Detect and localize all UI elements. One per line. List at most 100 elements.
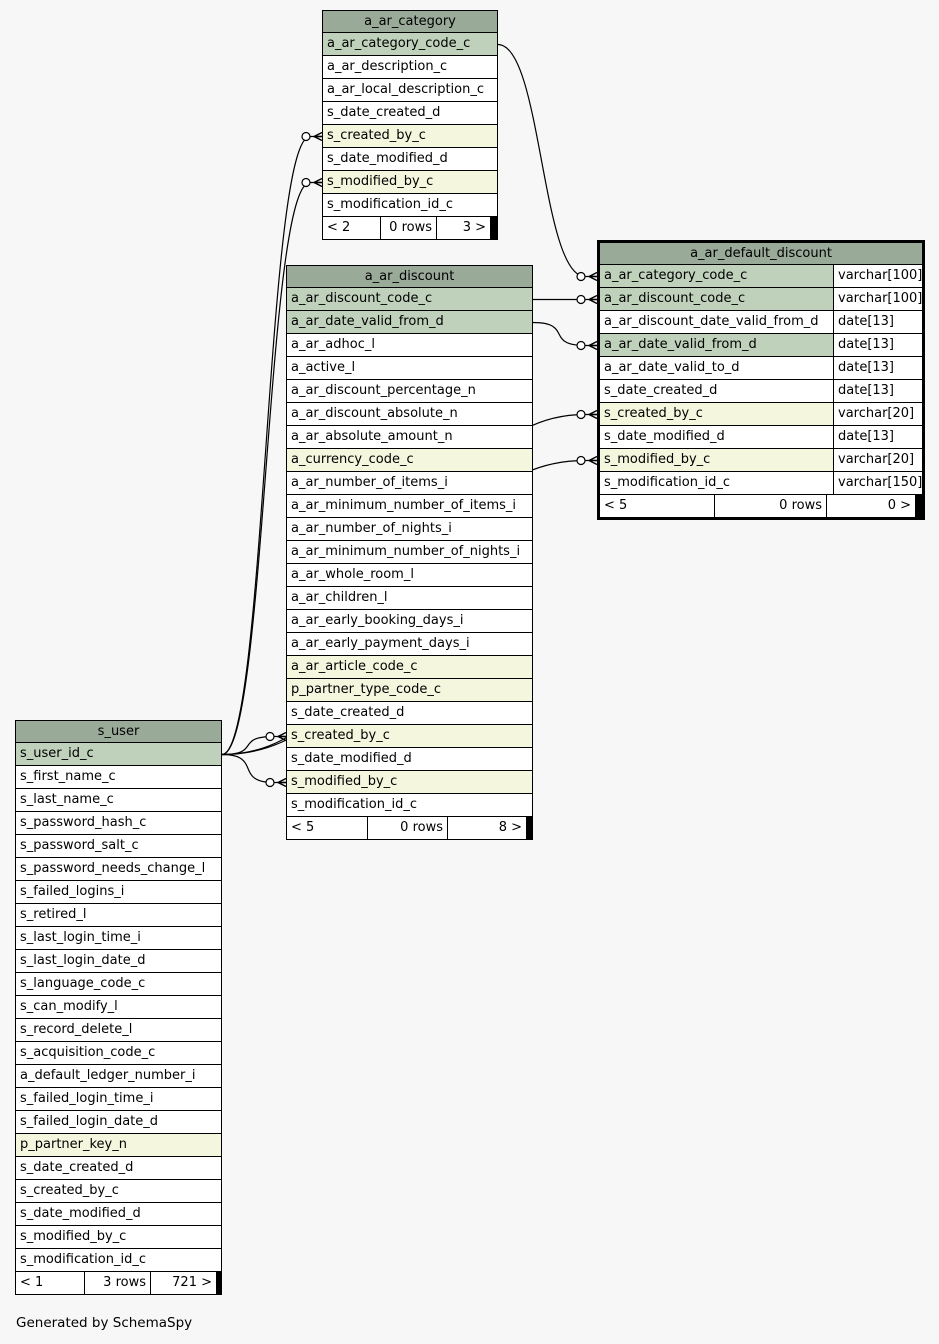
table-row[interactable]: s_modified_by_c (16, 1226, 221, 1249)
table-row[interactable]: s_password_needs_change_l (16, 858, 221, 881)
table-row[interactable]: s_modification_id_c (16, 1249, 221, 1272)
child-count[interactable]: 721 > (150, 1272, 216, 1294)
table-row[interactable]: a_ar_adhoc_l (287, 334, 532, 357)
table-row[interactable]: a_ar_description_c (323, 56, 497, 79)
row-count[interactable]: 0 rows (714, 495, 826, 517)
table-row[interactable]: a_ar_local_description_c (323, 79, 497, 102)
table-row[interactable]: a_ar_children_l (287, 587, 532, 610)
table-row[interactable]: a_active_l (287, 357, 532, 380)
table-title[interactable]: a_ar_discount (287, 266, 532, 288)
table-row[interactable]: s_modification_id_c (287, 794, 532, 817)
table-row[interactable]: s_failed_login_date_d (16, 1111, 221, 1134)
parent-count[interactable]: < 1 (16, 1272, 84, 1294)
row-count[interactable]: 3 rows (84, 1272, 150, 1294)
table-row[interactable]: s_created_by_c (287, 725, 532, 748)
parent-count[interactable]: < 5 (600, 495, 714, 517)
table-row[interactable]: s_date_modified_d (323, 148, 497, 171)
table-row[interactable]: a_ar_number_of_items_i (287, 472, 532, 495)
optional-circle-icon (265, 777, 275, 788)
table-row[interactable]: a_ar_discount_code_c (287, 288, 532, 311)
row-count[interactable]: 0 rows (367, 817, 447, 839)
table-row[interactable]: p_partner_key_n (16, 1134, 221, 1157)
table-row[interactable]: s_first_name_c (16, 766, 221, 789)
table-row[interactable]: a_ar_whole_room_l (287, 564, 532, 587)
table-row[interactable]: s_failed_logins_i (16, 881, 221, 904)
table-row[interactable]: s_modified_by_c (323, 171, 497, 194)
table-row[interactable]: s_date_created_d (287, 702, 532, 725)
crows-foot-icon (588, 271, 598, 282)
column-name: a_ar_description_c (323, 56, 497, 78)
table-row[interactable]: s_date_created_d (16, 1157, 221, 1180)
column-name: s_last_login_date_d (16, 950, 221, 972)
table-row[interactable]: s_language_code_c (16, 973, 221, 996)
table-row[interactable]: s_last_login_time_i (16, 927, 221, 950)
table-row[interactable]: a_ar_article_code_c (287, 656, 532, 679)
table-row[interactable]: s_can_modify_l (16, 996, 221, 1019)
column-name: s_language_code_c (16, 973, 221, 995)
table-row[interactable]: s_date_modified_d (287, 748, 532, 771)
crows-foot-icon (277, 777, 287, 788)
table-row[interactable]: a_ar_number_of_nights_i (287, 518, 532, 541)
column-name: a_ar_date_valid_to_d (600, 357, 833, 379)
table-row[interactable]: s_created_by_c (16, 1180, 221, 1203)
column-name: a_ar_article_code_c (287, 656, 532, 678)
table-row[interactable]: a_ar_early_payment_days_i (287, 633, 532, 656)
table-row[interactable]: a_ar_discount_absolute_n (287, 403, 532, 426)
table-row[interactable]: s_date_created_d (323, 102, 497, 125)
table-row[interactable]: s_record_delete_l (16, 1019, 221, 1042)
child-count[interactable]: 3 > (436, 217, 490, 239)
column-name: s_date_created_d (16, 1157, 221, 1179)
table-row[interactable]: s_last_name_c (16, 789, 221, 812)
column-name: a_ar_early_payment_days_i (287, 633, 532, 655)
child-count[interactable]: 8 > (447, 817, 526, 839)
table-row[interactable]: a_ar_minimum_number_of_nights_i (287, 541, 532, 564)
table-title[interactable]: s_user (16, 721, 221, 743)
column-name: a_ar_adhoc_l (287, 334, 532, 356)
column-name: a_ar_discount_date_valid_from_d (600, 311, 833, 333)
table-row[interactable]: a_ar_discount_percentage_n (287, 380, 532, 403)
table-row[interactable]: a_ar_absolute_amount_n (287, 426, 532, 449)
table-row[interactable]: a_ar_category_code_c (323, 33, 497, 56)
table-row[interactable]: s_date_modified_d (16, 1203, 221, 1226)
table-row[interactable]: a_currency_code_c (287, 449, 532, 472)
table-row[interactable]: s_password_hash_c (16, 812, 221, 835)
table-title[interactable]: a_ar_default_discount (600, 243, 922, 265)
column-name: a_ar_discount_percentage_n (287, 380, 532, 402)
table-title[interactable]: a_ar_category (323, 11, 497, 33)
table-row[interactable]: s_last_login_date_d (16, 950, 221, 973)
table-row[interactable]: s_password_salt_c (16, 835, 221, 858)
column-name: s_user_id_c (16, 743, 221, 765)
table-row[interactable]: a_ar_early_booking_days_i (287, 610, 532, 633)
table-row[interactable]: s_user_id_c (16, 743, 221, 766)
table-row[interactable]: s_failed_login_time_i (16, 1088, 221, 1111)
table-row[interactable]: a_default_ledger_number_i (16, 1065, 221, 1088)
column-name: p_partner_type_code_c (287, 679, 532, 701)
table-row[interactable]: s_created_by_c (323, 125, 497, 148)
child-count[interactable]: 0 > (826, 495, 915, 517)
table-row[interactable]: p_partner_type_code_c (287, 679, 532, 702)
table-row[interactable]: s_retired_l (16, 904, 221, 927)
table-row[interactable]: a_ar_minimum_number_of_items_i (287, 495, 532, 518)
row-count[interactable]: 0 rows (380, 217, 436, 239)
table-row[interactable]: s_modification_id_c (323, 194, 497, 217)
table-row[interactable]: s_acquisition_code_c (16, 1042, 221, 1065)
table-row[interactable]: s_modified_by_c (287, 771, 532, 794)
parent-count[interactable]: < 2 (323, 217, 380, 239)
parent-count[interactable]: < 5 (287, 817, 367, 839)
table-row[interactable]: a_ar_date_valid_from_d (287, 311, 532, 334)
